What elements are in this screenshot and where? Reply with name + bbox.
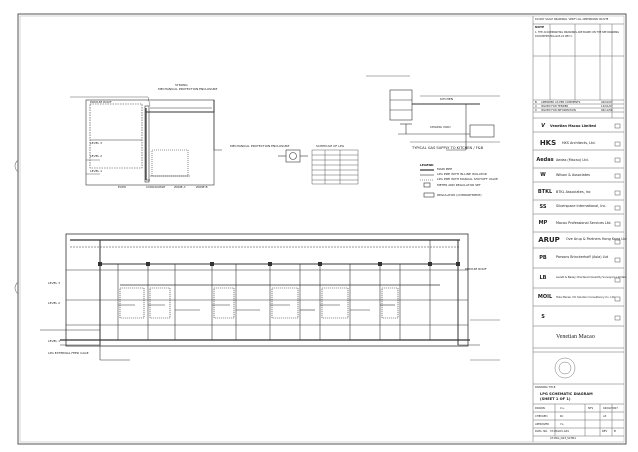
schedule-table (311, 149, 359, 185)
revision-date: 12/01/07 (601, 105, 613, 108)
company-name: Macau Professional Services Ltd. (556, 221, 612, 225)
revision-date: 04/02/07 (601, 101, 613, 104)
legend-item-1: MAIN PIPE (437, 167, 453, 171)
company-logo: LB (539, 274, 547, 281)
legend-title: LEGEND (420, 163, 434, 167)
company-logo: MOIL (537, 293, 553, 300)
company-logo: S (541, 313, 545, 320)
label-level2: LEVEL 2 (90, 154, 103, 158)
label-podium-roof: PODIUM ROOF (465, 267, 487, 271)
size-value: A3 (603, 415, 607, 418)
company-logo: Aedas (536, 156, 554, 163)
label-level-1b: LEVEL 1 (48, 339, 61, 343)
label-expo: EXPO (118, 185, 127, 189)
company-name: Aedas (Macau) Ltd. (556, 158, 589, 162)
revision-desc: AMENDED AS PER COMMENTS (541, 101, 581, 104)
company-name: Parsons Brinckerhoff (Asia) Ltd (556, 255, 608, 259)
approved-value: Y.L. (560, 423, 565, 426)
label-plinth: PODIUM ROOF (90, 100, 112, 104)
label-zone-a: ZONE A (174, 185, 186, 189)
kitchen-detail (366, 75, 500, 151)
drawing-title-label: DRAWING TITLE (535, 386, 556, 389)
punch-mark-bottom (14, 281, 19, 295)
building-plan (70, 96, 222, 186)
company-logo: ARUP (538, 235, 560, 244)
legend-item-2: LPG PIPE WITH IN-LINE ISOLATOR (437, 172, 487, 176)
company-logo: MP (538, 219, 548, 226)
brand-banner: Venetian Macao (556, 334, 595, 340)
valve-symbols (98, 262, 460, 266)
drawn-label: DRAWN (535, 407, 545, 410)
label-level-2b: LEVEL 2 (48, 301, 61, 305)
date-value: 04/02/2007 (603, 407, 618, 410)
company-name: Levett & Bailey Chartered Quantity Surve… (556, 276, 626, 279)
scale-value: NTS (588, 407, 594, 410)
company-name: Venetian Macao Limited (550, 124, 596, 128)
revision-rev: A (535, 105, 537, 108)
punch-mark-top (14, 159, 19, 173)
company-checkboxes (614, 123, 621, 321)
label-level-3b: LEVEL 3 (48, 281, 61, 285)
drawing-title-1: LPG SCHEMATIC DIAGRAM (540, 392, 593, 396)
company-logo: BTKL (537, 188, 553, 195)
revision-rev: 0 (535, 109, 537, 112)
checked-value: KC (560, 415, 564, 418)
notes-text-2: DOCUMENT-PKG-G03-01 REV C. (535, 35, 573, 38)
approval-stamp (554, 357, 576, 379)
company-logo: HKS (539, 138, 557, 147)
label-typical-gas: TYPICAL GAS SUPPLY TO KITCHEN / F&B (412, 146, 484, 150)
legend-item-3: LPG PIPE WITH MANUAL SHUTOFF VALVE (437, 177, 498, 181)
revision-desc: ISSUED FOR TENDER (541, 105, 569, 108)
company-name: Hole Macau Vm Solution Consultancy Co. L… (556, 296, 616, 299)
company-name: Silverspace International, Inc. (556, 204, 607, 208)
company-logo: W (540, 171, 546, 178)
company-logo: SS (539, 203, 547, 210)
riser-schematic (40, 233, 500, 361)
label-main-gas-meter: LPG EXTERNAL FEED CAGE (48, 351, 89, 355)
revision-rev: B (535, 101, 537, 104)
meter-detail (278, 149, 308, 163)
checked-label: CHECKED (535, 415, 548, 418)
notes-label: NOTE (535, 25, 545, 29)
approved-label: APPROVED (535, 423, 550, 426)
drawing-title-2: (SHEET 1 OF 1) (540, 397, 571, 401)
label-zone-b: ZONE B (196, 185, 208, 189)
label-level3: LEVEL 3 (90, 141, 103, 145)
revision-desc: ISSUED FOR INFORMATION (541, 109, 576, 112)
company-name: HKS Architects, Ltd. (562, 141, 596, 145)
label-ceiling-void: CEILING VOID (430, 125, 451, 129)
label-level1: LEVEL 1 (90, 169, 103, 173)
title-block-lines (532, 16, 624, 442)
label-strong: STRONG (175, 83, 188, 87)
rev-value: B (614, 430, 616, 433)
sheet-border (17, 13, 627, 445)
label-schedule-table: SCHEDULE OF LPG (316, 144, 345, 148)
file-no-value: CT-PKG_G03_SCH01 (550, 437, 576, 440)
notes-text: 1. THE ACCOMPANYING DRAWINGS ARE BASED O… (535, 31, 619, 34)
dwg-no-value: CT-PKG03-G01 (550, 430, 570, 433)
company-logo: V (541, 122, 545, 129)
label-mech-protect: MECHANICAL PROTECTION ENCLOSURE (158, 87, 218, 91)
legend-regulator: REGULATOR (COMPARTMENT) (437, 193, 482, 197)
label-kitchen: KITCHEN (440, 97, 453, 101)
label-concourse: CONCOURSE (146, 185, 166, 189)
rev-label: REV (602, 430, 608, 433)
legend-symbols (420, 169, 435, 198)
header-note-strip: DO NOT SCALE DRAWINGS. VERIFY ALL DIMENS… (535, 18, 609, 21)
revision-date: 06/12/06 (601, 109, 613, 112)
company-name: BTKL Associates, Inc (556, 190, 591, 194)
company-name: Wilson & Associates (556, 173, 590, 177)
dwg-no-label: DWG. NO. (535, 430, 548, 433)
label-mech-protect-2: MECHANICAL PROTECTION ENCLOSURE (230, 144, 290, 148)
drawn-value: C.L. (560, 407, 565, 410)
company-name: Ove Arup & Partners Hong Kong Ltd (566, 237, 627, 241)
company-logo: PB (539, 254, 547, 261)
legend-item-4: METER AND REGULATOR SET (437, 183, 481, 187)
